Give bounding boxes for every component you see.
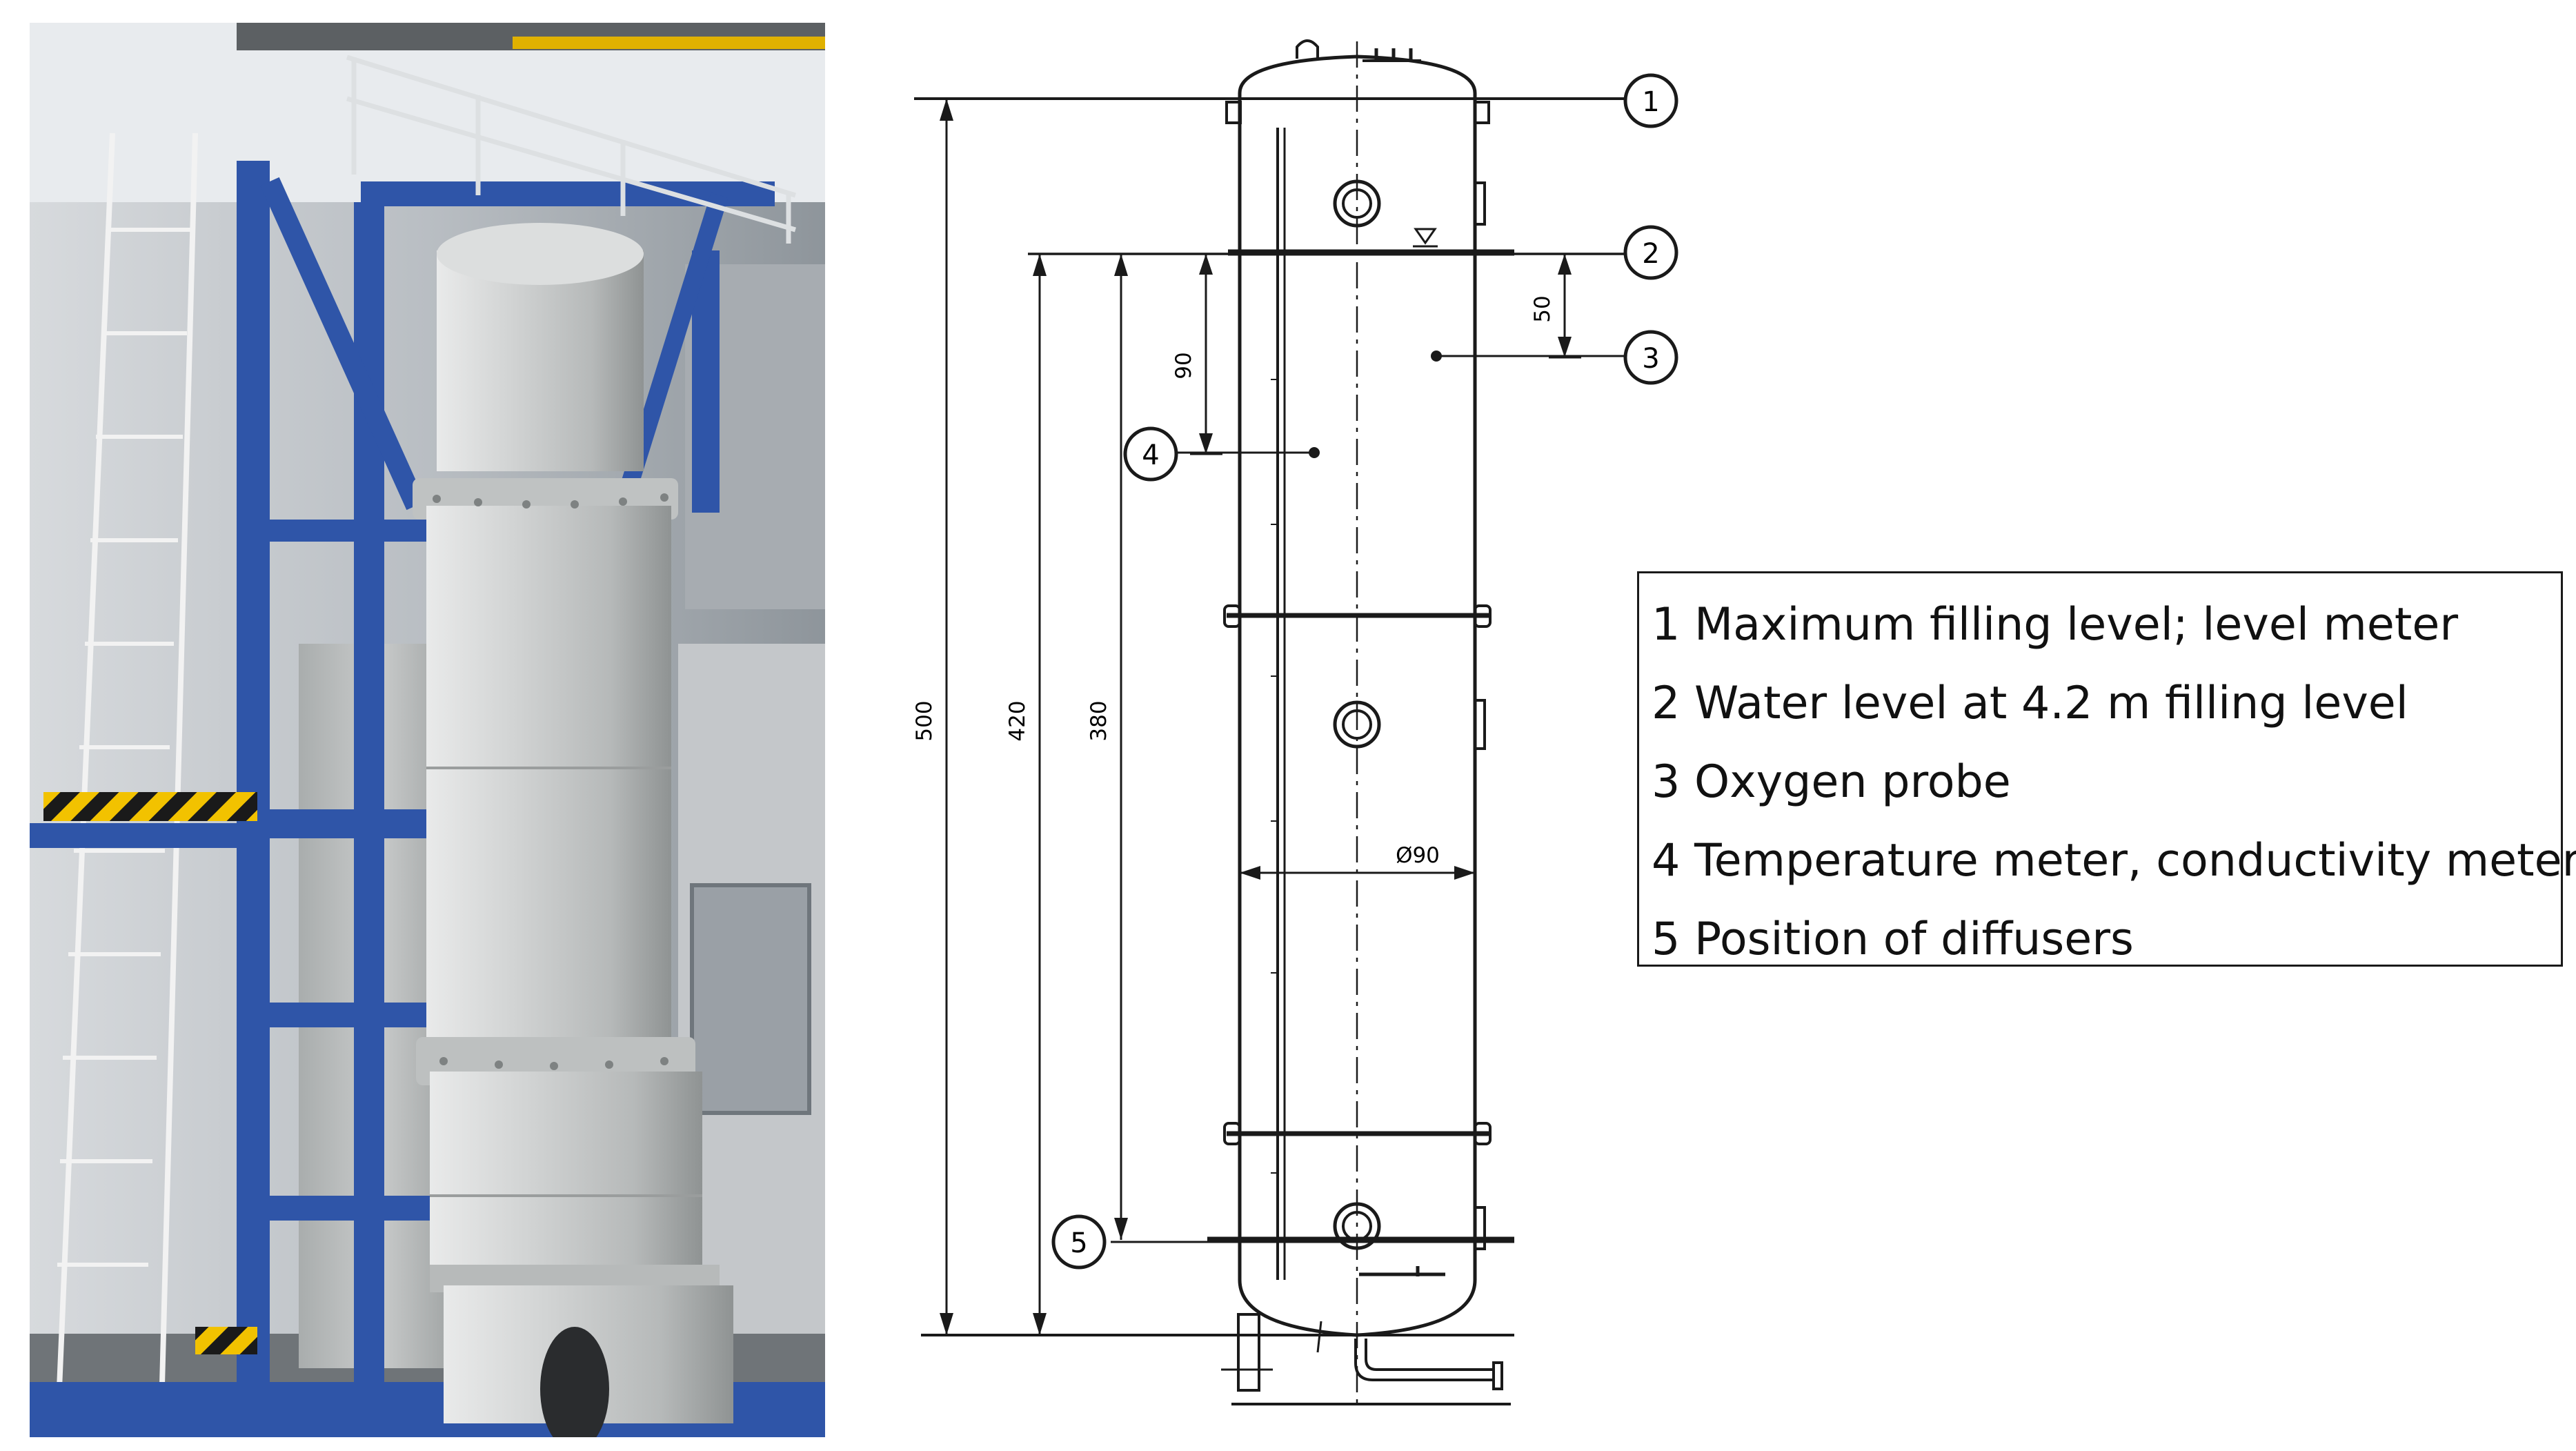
probe-point-4 [1309,447,1320,458]
dim-label-420: 420 [1005,700,1030,741]
callout-circle-3 [1623,330,1678,385]
callout-number-5: 5 [1070,1227,1087,1259]
legend-item-4: 4 Temperature meter, conductivity meter [1652,835,2576,887]
porthole-middle [1333,700,1381,749]
dim-label-50: 50 [1530,295,1555,322]
probe-point-3 [1431,351,1442,362]
dim-label-90: 90 [1171,352,1196,379]
legend-item-3: 3 Oxygen probe [1652,756,2011,808]
photo-column-test-rig [30,23,825,1437]
legend-item-1: 1 Maximum filling level; level meter [1652,599,2459,651]
dim-label-diameter: Ø90 [1396,843,1440,868]
callout-circle-5 [1051,1214,1107,1270]
legend-item-5: 5 Position of diffusers [1652,914,2134,965]
callout-number-1: 1 [1642,86,1659,118]
photo-panel [30,23,825,1437]
callout-number-3: 3 [1642,343,1659,375]
legend-item-2: 2 Water level at 4.2 m filling level [1652,678,2408,729]
callout-number-4: 4 [1142,440,1159,471]
callout-circle-4 [1123,426,1178,482]
callout-circle-2 [1623,225,1678,280]
callout-circle-1 [1623,73,1678,128]
water-level-symbol [1414,228,1437,245]
callout-number-2: 2 [1642,238,1659,270]
porthole-top [1333,179,1381,228]
dim-label-500: 500 [912,700,937,741]
legend-box: 1 Maximum filling level; level meter 2 W… [1637,571,2576,967]
dim-label-380: 380 [1087,700,1111,741]
porthole-bottom [1333,1202,1381,1250]
column-technical-drawing: 500 420 380 90 50 Ø90 1 2 3 4 5 [912,39,1678,1408]
